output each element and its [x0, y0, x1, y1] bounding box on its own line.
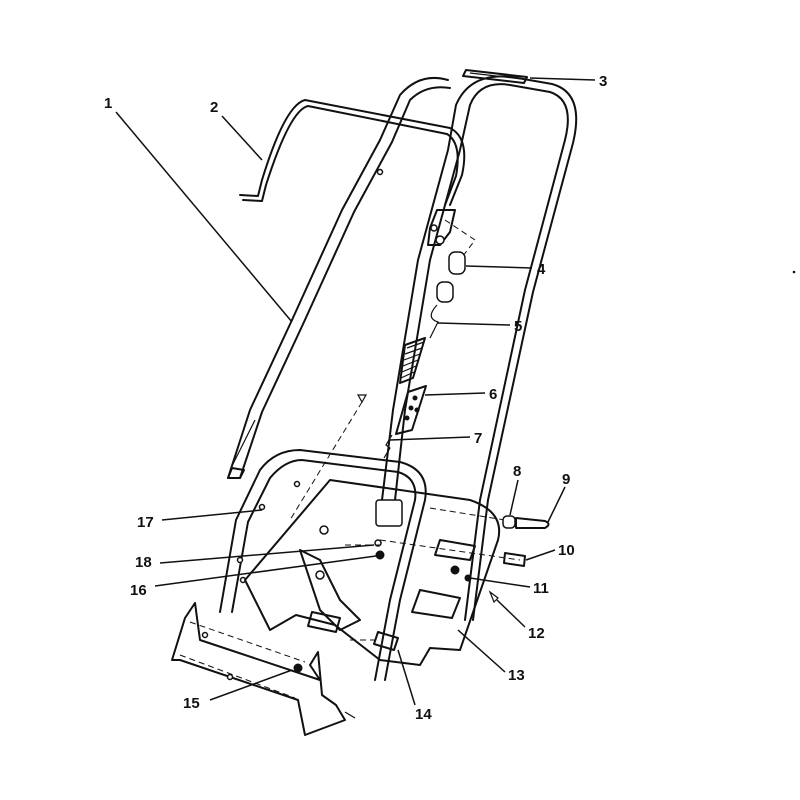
nut-16	[375, 550, 385, 560]
callout-7: 7	[474, 430, 482, 447]
stray-dot	[792, 270, 796, 274]
callout-14: 14	[415, 706, 432, 723]
nut-11	[450, 565, 460, 575]
cable-connector-4	[448, 251, 466, 275]
callout-17: 17	[137, 514, 154, 531]
callout-2: 2	[210, 99, 218, 116]
bolt-10	[503, 552, 526, 567]
callout-6: 6	[489, 386, 497, 403]
callout-11: 11	[533, 580, 549, 597]
callout-labels: 1 2 3 4 5 6 7 8 9 10 11 12 13 14 15 16 1…	[104, 73, 607, 723]
callout-8: 8	[513, 463, 521, 480]
pin-9	[515, 517, 550, 529]
leader-lines	[115, 77, 596, 706]
hardware	[345, 507, 550, 651]
spring-plate-6	[395, 385, 427, 435]
lower-handle	[219, 449, 427, 681]
callout-12: 12	[528, 625, 545, 642]
callout-4: 4	[537, 261, 546, 278]
callout-15: 15	[183, 695, 200, 712]
callout-13: 13	[508, 667, 525, 684]
screw-12	[488, 590, 499, 604]
lower-bracket	[171, 602, 356, 736]
callout-5: 5	[514, 318, 522, 335]
handle-panel	[244, 479, 501, 666]
control-bail	[239, 99, 466, 246]
upper-handle	[227, 75, 578, 621]
callout-16: 16	[130, 582, 147, 599]
callout-9: 9	[562, 471, 570, 488]
cable-sleeve	[436, 281, 454, 303]
callout-10: 10	[558, 542, 575, 559]
spring-5	[399, 337, 426, 384]
callout-18: 18	[135, 554, 152, 571]
knob-8	[502, 515, 516, 529]
cable-assembly	[289, 219, 476, 521]
callout-1: 1	[104, 95, 112, 112]
callout-3: 3	[599, 73, 607, 90]
